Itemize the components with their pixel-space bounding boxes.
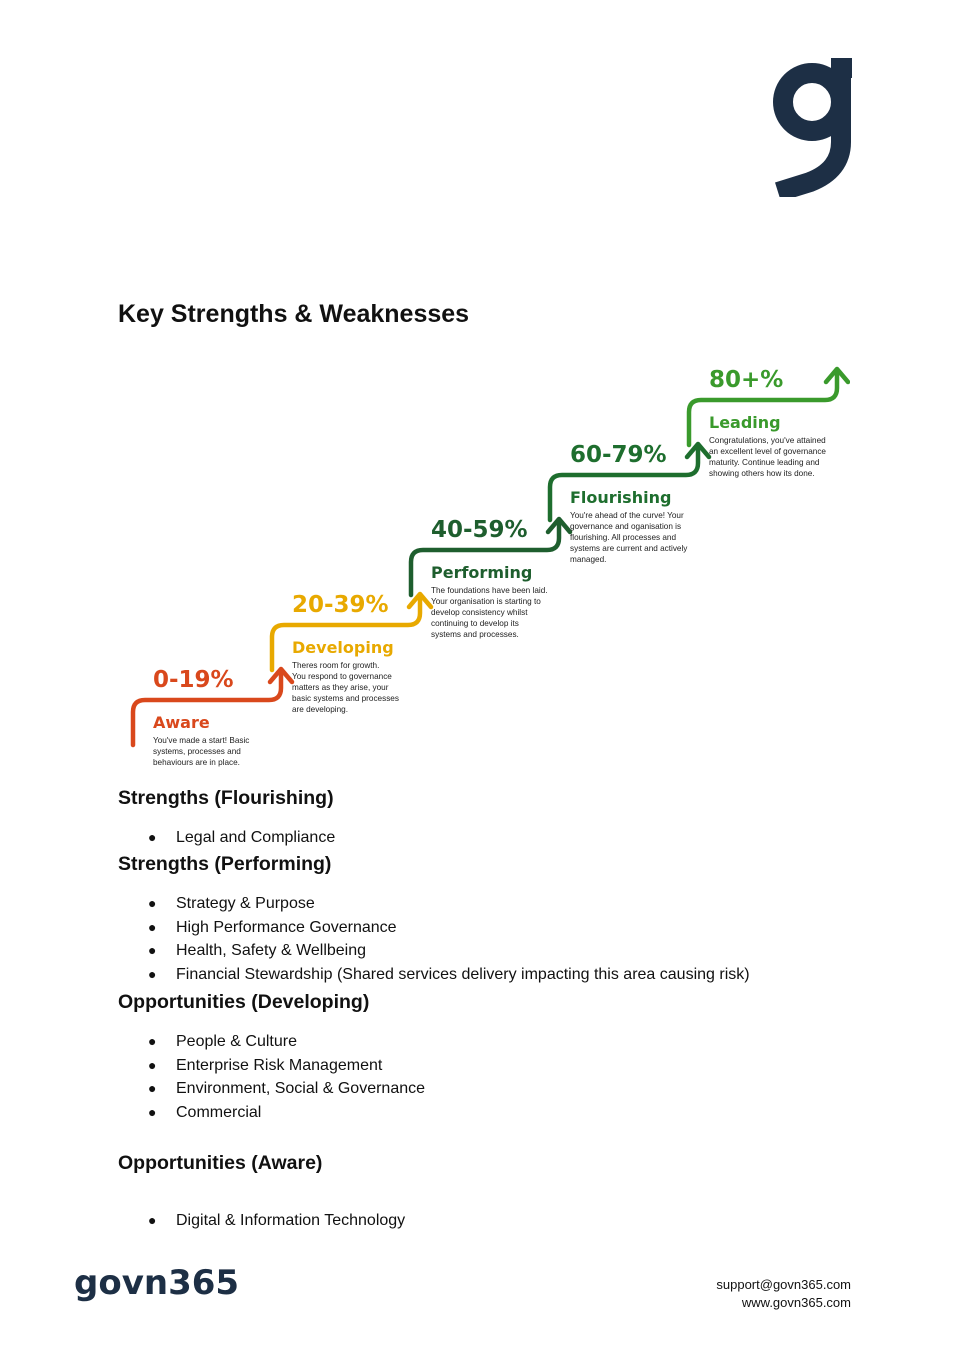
wordmark-text: govn365 xyxy=(74,1263,239,1303)
step-description-line: You respond to governance xyxy=(292,672,392,681)
list-item: ●Strategy & Purpose xyxy=(118,892,878,916)
step-description-line: You've made a start! Basic xyxy=(153,736,249,745)
step-description-line: systems and processes. xyxy=(431,630,519,639)
list-item: ●Legal and Compliance xyxy=(118,826,878,850)
bullet-icon: ● xyxy=(148,966,157,983)
bullet-icon: ● xyxy=(148,1212,157,1228)
list-item: ●High Performance Governance xyxy=(118,916,878,940)
list-item: ●People & Culture xyxy=(118,1030,878,1054)
step-line xyxy=(547,444,701,523)
step-description-line: flourishing. All processes and xyxy=(570,533,676,542)
list-item: ●Financial Stewardship (Shared services … xyxy=(118,963,878,987)
step-description-line: develop consistency whilst xyxy=(431,608,528,617)
step-description-line: matters as they arise, your xyxy=(292,683,389,692)
list-item: ●Enterprise Risk Management xyxy=(118,1054,878,1078)
step-description-line: systems, processes and xyxy=(153,747,241,756)
step-description-line: maturity. Continue leading and xyxy=(709,458,820,467)
bullet-icon: ● xyxy=(148,1080,157,1097)
section-strengths-flourishing: Strengths (Flourishing) ●Legal and Compl… xyxy=(118,787,878,850)
step-description-line: are developing. xyxy=(292,705,348,714)
section-heading: Strengths (Flourishing) xyxy=(118,787,334,809)
bullet-icon: ● xyxy=(148,1033,157,1049)
step-description-line: Theres room for growth. xyxy=(292,661,379,670)
section-heading: Opportunities (Developing) xyxy=(118,991,370,1013)
step-description-line: governance and oganisation is xyxy=(570,522,681,531)
step-name: Flourishing xyxy=(570,488,671,507)
step-name: Leading xyxy=(709,413,781,432)
section-strengths-performing: Strengths (Performing) ●Strategy & Purpo… xyxy=(118,853,878,987)
up-arrow-icon xyxy=(267,666,295,685)
bullet-icon: ● xyxy=(148,1056,157,1073)
list-item: ●Environment, Social & Governance xyxy=(118,1077,878,1101)
bullet-icon: ● xyxy=(148,942,157,959)
step-line xyxy=(408,519,562,598)
bullet-icon: ● xyxy=(148,895,157,911)
step-description-line: continuing to develop its xyxy=(431,619,519,628)
list-item: ●Commercial xyxy=(118,1101,878,1125)
bullet-icon: ● xyxy=(148,829,157,845)
step-description-line: behaviours are in place. xyxy=(153,758,240,767)
bullet-icon: ● xyxy=(148,1104,157,1121)
step-description-line: managed. xyxy=(570,555,606,564)
section-opportunities-aware: Opportunities (Aware) ●Digital & Informa… xyxy=(118,1152,878,1233)
section-heading: Strengths (Performing) xyxy=(118,853,332,875)
brand-g-logo xyxy=(773,58,852,197)
step-description-line: showing others how its done. xyxy=(709,469,815,478)
govn365-wordmark-logo: govn365 xyxy=(74,1263,239,1303)
step-line xyxy=(269,594,423,673)
step-name: Developing xyxy=(292,638,394,657)
step-line xyxy=(686,369,840,448)
step-description-line: basic systems and processes xyxy=(292,694,399,703)
step-description-line: an excellent level of governance xyxy=(709,447,826,456)
item-list: ●Strategy & Purpose ●High Performance Go… xyxy=(118,892,878,987)
bullet-icon: ● xyxy=(148,918,157,935)
item-list: ●Digital & Information Technology xyxy=(118,1209,878,1233)
step-range: 20-39% xyxy=(292,592,389,618)
step-description-line: The foundations have been laid. xyxy=(431,586,548,595)
list-item: ●Health, Safety & Wellbeing xyxy=(118,939,878,963)
step-range: 0-19% xyxy=(153,667,234,693)
contact-block: support@govn365.com www.govn365.com xyxy=(716,1276,851,1312)
up-arrow-icon xyxy=(406,591,434,610)
step-description-line: You're ahead of the curve! Your xyxy=(570,511,684,520)
up-arrow-icon xyxy=(545,516,573,535)
page-title: Key Strengths & Weaknesses xyxy=(118,300,470,328)
item-list: ●Legal and Compliance xyxy=(118,826,878,850)
step-description-line: Congratulations, you've attained xyxy=(709,436,826,445)
up-arrow-icon xyxy=(684,441,712,460)
list-item: ●Digital & Information Technology xyxy=(118,1209,878,1233)
step-line xyxy=(130,669,284,748)
step-range: 80+% xyxy=(709,367,783,393)
support-email[interactable]: support@govn365.com xyxy=(716,1277,851,1292)
step-name: Performing xyxy=(431,563,532,582)
section-opportunities-developing: Opportunities (Developing) ●People & Cul… xyxy=(118,991,878,1125)
up-arrow-icon xyxy=(823,366,850,385)
website-link[interactable]: www.govn365.com xyxy=(741,1295,851,1310)
step-range: 40-59% xyxy=(431,517,528,543)
item-list: ●People & Culture ●Enterprise Risk Manag… xyxy=(118,1030,878,1125)
section-heading: Opportunities (Aware) xyxy=(118,1152,323,1174)
step-description-line: Your organisation is starting to xyxy=(431,597,541,606)
step-range: 60-79% xyxy=(570,442,667,468)
step-description-line: systems are current and actively xyxy=(570,544,688,553)
step-name: Aware xyxy=(153,713,210,732)
